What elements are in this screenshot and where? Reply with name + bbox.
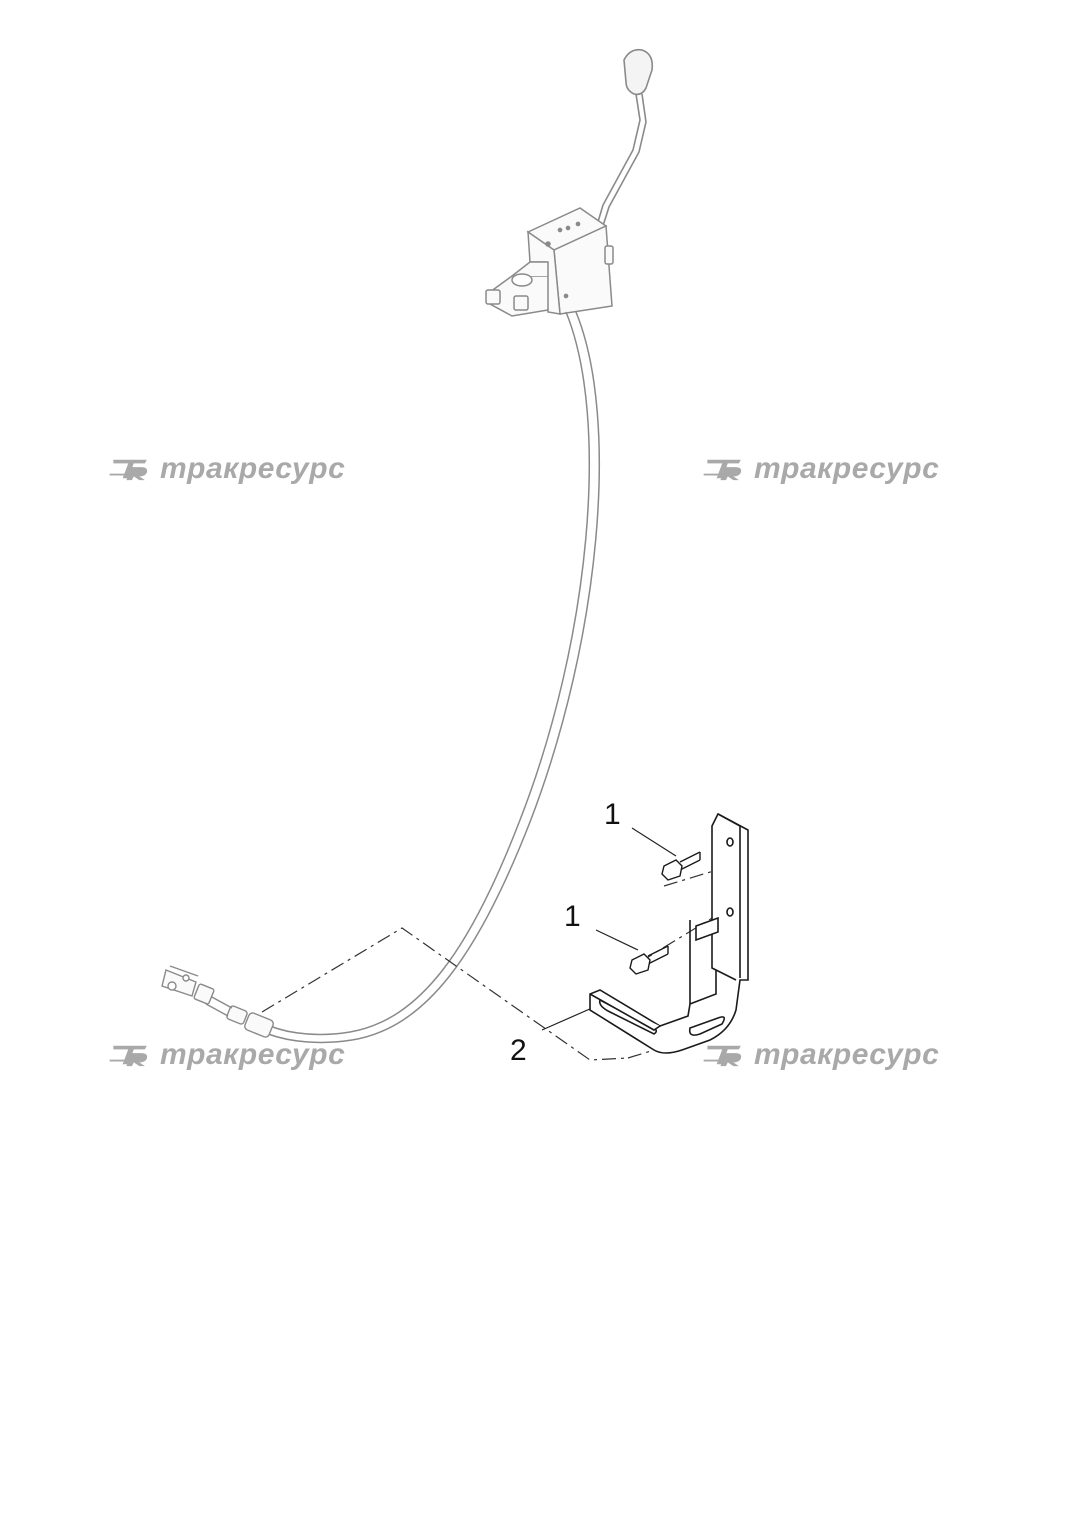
watermark-text: тракресурс xyxy=(160,1038,346,1071)
watermark-bottom-left: тракресурс xyxy=(108,1038,345,1072)
cable-end-fitting xyxy=(161,965,274,1038)
watermark-bottom-right: тракресурс xyxy=(702,1038,939,1072)
shift-lever xyxy=(594,48,654,233)
callout-lower-bolt: 1 xyxy=(564,900,581,933)
watermark-text: тракресурс xyxy=(754,452,940,485)
watermark-text: тракресурс xyxy=(160,452,346,485)
callout-bracket: 2 xyxy=(510,1034,527,1067)
tr-logo-icon xyxy=(702,1044,743,1068)
watermark-top-right: тракресурс xyxy=(702,452,939,486)
bolt-upper xyxy=(661,851,701,881)
watermark-text: тракресурс xyxy=(754,1038,940,1071)
watermark-top-left: тракресурс xyxy=(108,452,345,486)
tr-logo-icon xyxy=(108,1044,149,1068)
lever-housing xyxy=(485,207,614,317)
callout-upper-bolt: 1 xyxy=(604,798,621,831)
leader-lines xyxy=(541,827,677,1031)
control-cable xyxy=(267,311,600,1044)
bolt-lower xyxy=(629,945,669,975)
tr-logo-icon xyxy=(702,458,743,482)
tr-logo-icon xyxy=(108,458,149,482)
mounting-bracket xyxy=(589,812,749,1054)
